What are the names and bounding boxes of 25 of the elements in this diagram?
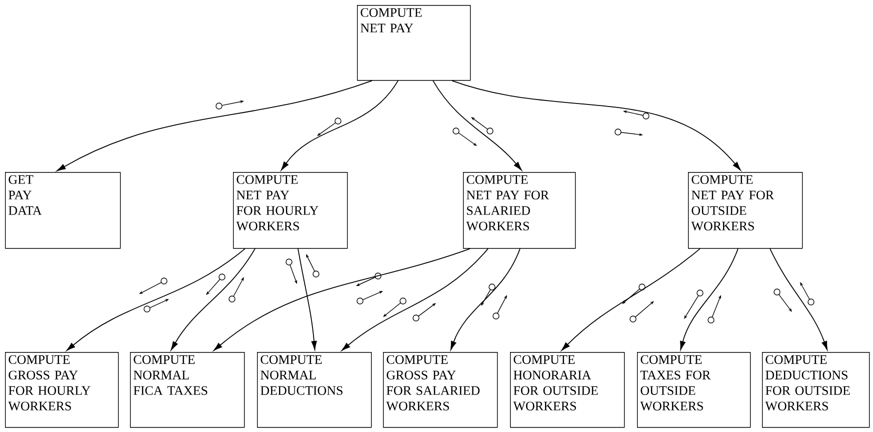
module-box: COMPUTE HONORARIA FOR OUTSIDE WORKERS xyxy=(510,352,625,428)
module-box: COMPUTE NORMAL DEDUCTIONS xyxy=(257,352,372,428)
module-box: COMPUTE GROSS PAY FOR HOURLY WORKERS xyxy=(5,352,119,428)
module-box: COMPUTE NET PAY FOR SALARIED WORKERS xyxy=(463,172,576,249)
arrow xyxy=(452,80,741,171)
arrow xyxy=(56,80,372,172)
arrow xyxy=(213,248,470,351)
arrow xyxy=(561,248,700,351)
arrow xyxy=(66,248,246,351)
arrow xyxy=(432,80,522,171)
arrow xyxy=(281,80,398,170)
arrow xyxy=(170,248,256,350)
arrow xyxy=(680,248,738,350)
arrow xyxy=(341,248,488,351)
module-box: COMPUTE NET PAY FOR OUTSIDE WORKERS xyxy=(688,172,803,249)
arrow xyxy=(770,248,828,350)
module-box: COMPUTE NET PAY FOR HOURLY WORKERS xyxy=(233,172,348,249)
arrow xyxy=(298,248,317,350)
module-box: COMPUTE TAXES FOR OUTSIDE WORKERS xyxy=(637,352,751,428)
module-box: COMPUTE NORMAL FICA TAXES xyxy=(130,352,245,428)
module-box: GET PAY DATA xyxy=(5,172,121,249)
arrow xyxy=(450,248,520,350)
module-box: COMPUTE NET PAY xyxy=(357,5,471,81)
module-box: COMPUTE DEDUCTIONS FOR OUTSIDE WORKERS xyxy=(762,352,870,428)
module-box: COMPUTE GROSS PAY FOR SALARIED WORKERS xyxy=(383,352,498,428)
